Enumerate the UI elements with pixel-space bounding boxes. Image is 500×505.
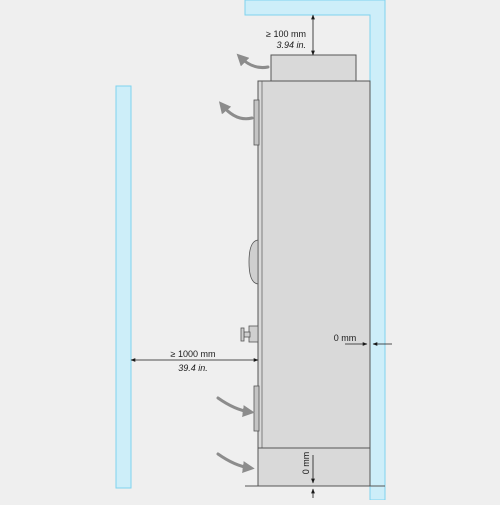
airflow-front-lower-icon bbox=[216, 396, 255, 417]
cabinet-top-module bbox=[270, 54, 357, 82]
lock-cover-icon bbox=[248, 239, 259, 285]
airflow-bottom-intake-icon bbox=[216, 452, 255, 473]
front-wall bbox=[115, 85, 132, 489]
upper-hinge-icon bbox=[253, 99, 260, 146]
door-handle-icon bbox=[240, 325, 259, 343]
airflow-arrows bbox=[216, 53, 270, 473]
front-clearance-dimension: ≥ 1000 mm 39.4 in. bbox=[130, 349, 259, 373]
bottom-clearance-value: 0 mm bbox=[301, 452, 311, 475]
rear-clearance-dimension: 0 mm bbox=[334, 333, 392, 346]
cabinet-body bbox=[257, 80, 371, 449]
bottom-clearance-dimension: 0 mm bbox=[301, 452, 315, 498]
airflow-top-exhaust-icon bbox=[236, 53, 270, 69]
airflow-front-upper-icon bbox=[218, 101, 254, 121]
front-clearance-value: ≥ 1000 mm bbox=[171, 349, 216, 359]
cabinet-plinth bbox=[257, 447, 371, 487]
top-clearance-value: ≥ 100 mm bbox=[266, 29, 306, 39]
cabinet bbox=[240, 54, 371, 487]
lower-hinge-icon bbox=[253, 385, 260, 432]
front-clearance-imperial: 39.4 in. bbox=[178, 363, 208, 373]
top-clearance-imperial: 3.94 in. bbox=[276, 40, 306, 50]
rear-clearance-value: 0 mm bbox=[334, 333, 357, 343]
top-clearance-dimension: ≥ 100 mm 3.94 in. bbox=[266, 14, 315, 56]
